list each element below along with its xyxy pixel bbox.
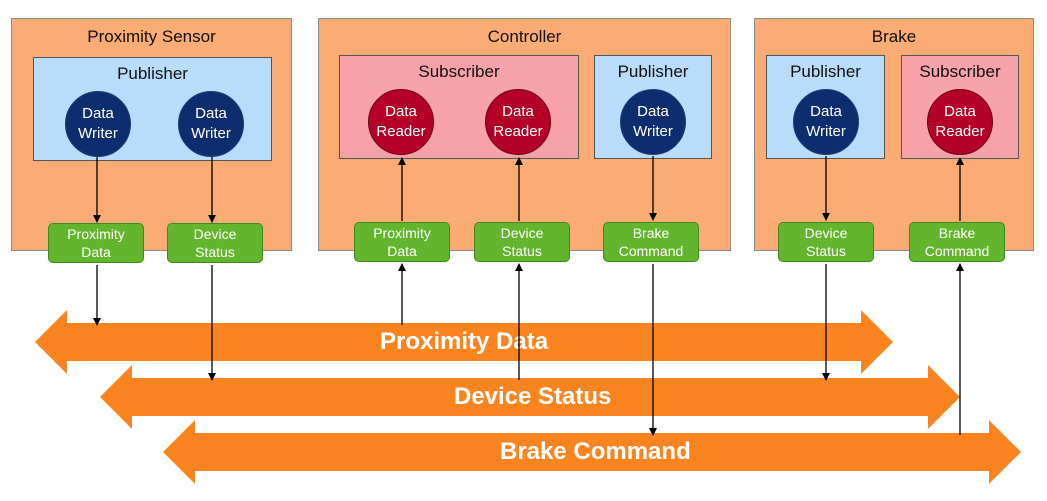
- data-writer-brake-command: Data Writer: [620, 89, 686, 155]
- topic-proximity-data: Proximity Data: [354, 222, 450, 262]
- topic-brake-command: Brake Command: [909, 222, 1005, 262]
- topic-proximity-data: Proximity Data: [48, 223, 144, 263]
- data-writer-proximity: Data Writer: [65, 91, 131, 157]
- topic-device-status: Device Status: [167, 223, 263, 263]
- publisher-label: Publisher: [617, 62, 689, 81]
- proximity-sensor-title: Proximity Sensor: [87, 27, 216, 46]
- topic-device-status: Device Status: [474, 222, 570, 262]
- device-status-bus-label: Device Status: [454, 383, 612, 410]
- proximity-data-bus-arrow: [35, 310, 893, 374]
- publisher-label: Publisher: [790, 62, 861, 81]
- subscriber-label: Subscriber: [418, 62, 500, 81]
- publisher-label: Publisher: [117, 64, 188, 83]
- topic-device-status: Device Status: [778, 222, 874, 262]
- data-reader-proximity: Data Reader: [368, 89, 434, 155]
- topic-brake-command: Brake Command: [603, 222, 699, 262]
- data-reader-brake-command: Data Reader: [927, 89, 993, 155]
- proximity-data-bus-label: Proximity Data: [380, 328, 549, 355]
- data-reader-device-status: Data Reader: [485, 89, 551, 155]
- controller-title: Controller: [487, 27, 562, 46]
- data-writer-device-status: Data Writer: [178, 91, 244, 157]
- brake-title: Brake: [871, 27, 917, 46]
- subscriber-label: Subscriber: [919, 62, 1001, 81]
- brake-command-bus-arrow: [163, 420, 1021, 484]
- brake-command-bus-label: Brake Command: [500, 438, 691, 465]
- device-status-bus-arrow: [100, 365, 960, 429]
- data-writer-device-status: Data Writer: [793, 89, 859, 155]
